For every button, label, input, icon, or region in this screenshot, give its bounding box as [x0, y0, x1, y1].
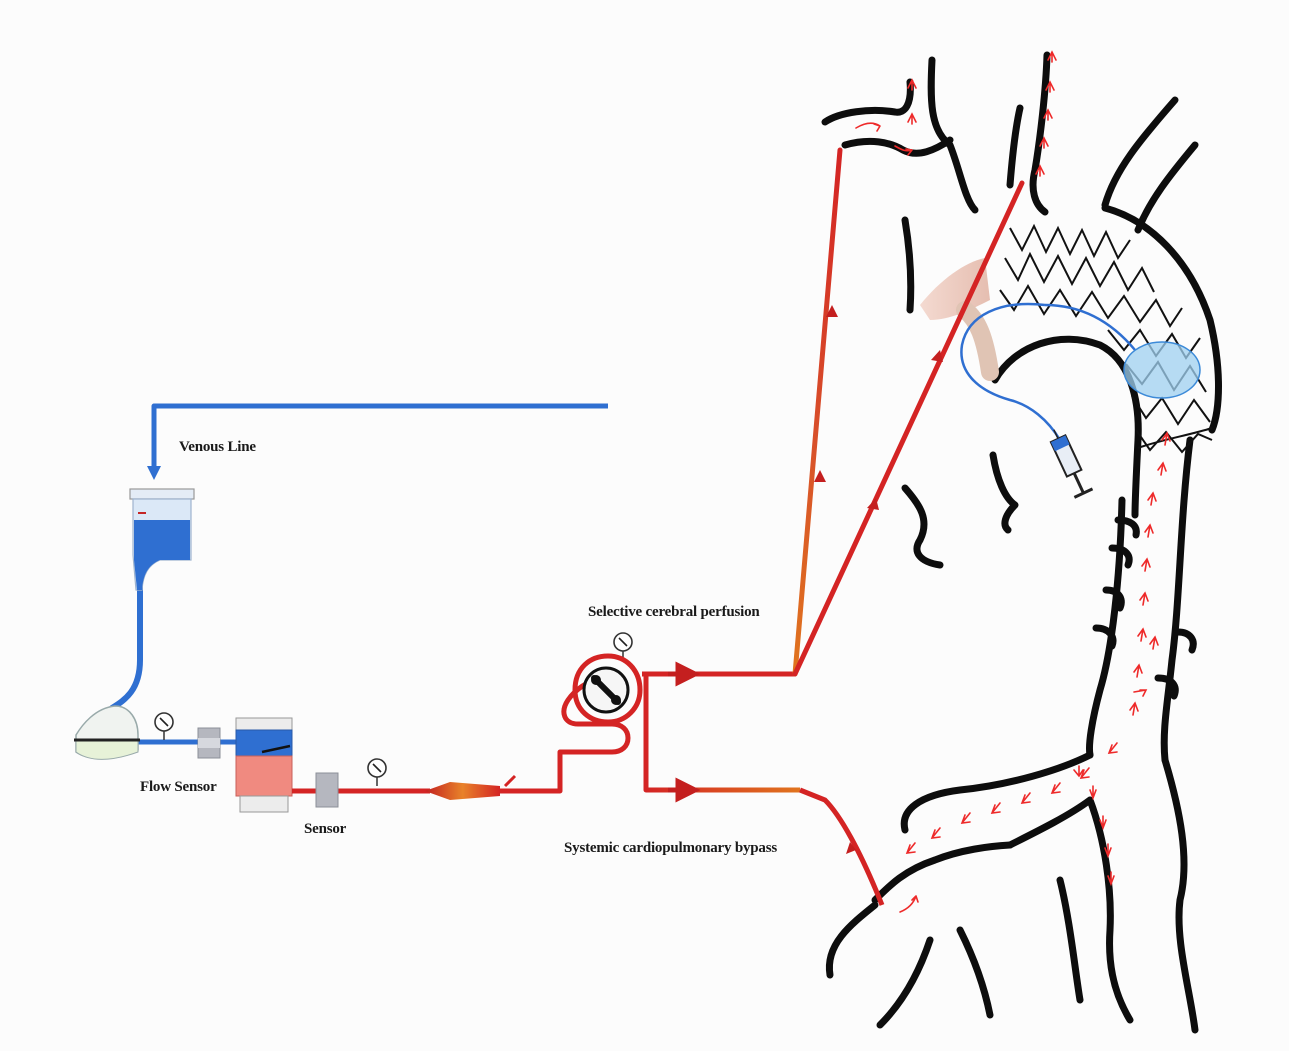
- flow-sensor-clamp: [198, 728, 220, 758]
- aorta-anatomy: [825, 55, 1219, 1030]
- syringe-icon: [1045, 425, 1093, 497]
- centrifugal-pump-icon: [74, 706, 140, 760]
- arterial-line: [292, 674, 800, 807]
- venous-reservoir-icon: [130, 489, 194, 590]
- venous-line-label: Venous Line: [179, 439, 256, 456]
- venous-line: [110, 406, 608, 742]
- flow-sensor-label: Flow Sensor: [140, 779, 217, 796]
- sensor-label: Sensor: [304, 821, 346, 838]
- pressure-gauge-icon: [368, 759, 386, 786]
- oxygenator-icon: [236, 718, 292, 812]
- roller-pump-icon: [575, 656, 640, 722]
- sensor-clamp: [316, 773, 338, 807]
- ascending-graft: [920, 258, 990, 320]
- selective-cerebral-perfusion-label: Selective cerebral perfusion: [588, 604, 760, 621]
- pressure-gauge-icon: [155, 713, 173, 740]
- systemic-cardiopulmonary-bypass-label: Systemic cardiopulmonary bypass: [564, 840, 777, 857]
